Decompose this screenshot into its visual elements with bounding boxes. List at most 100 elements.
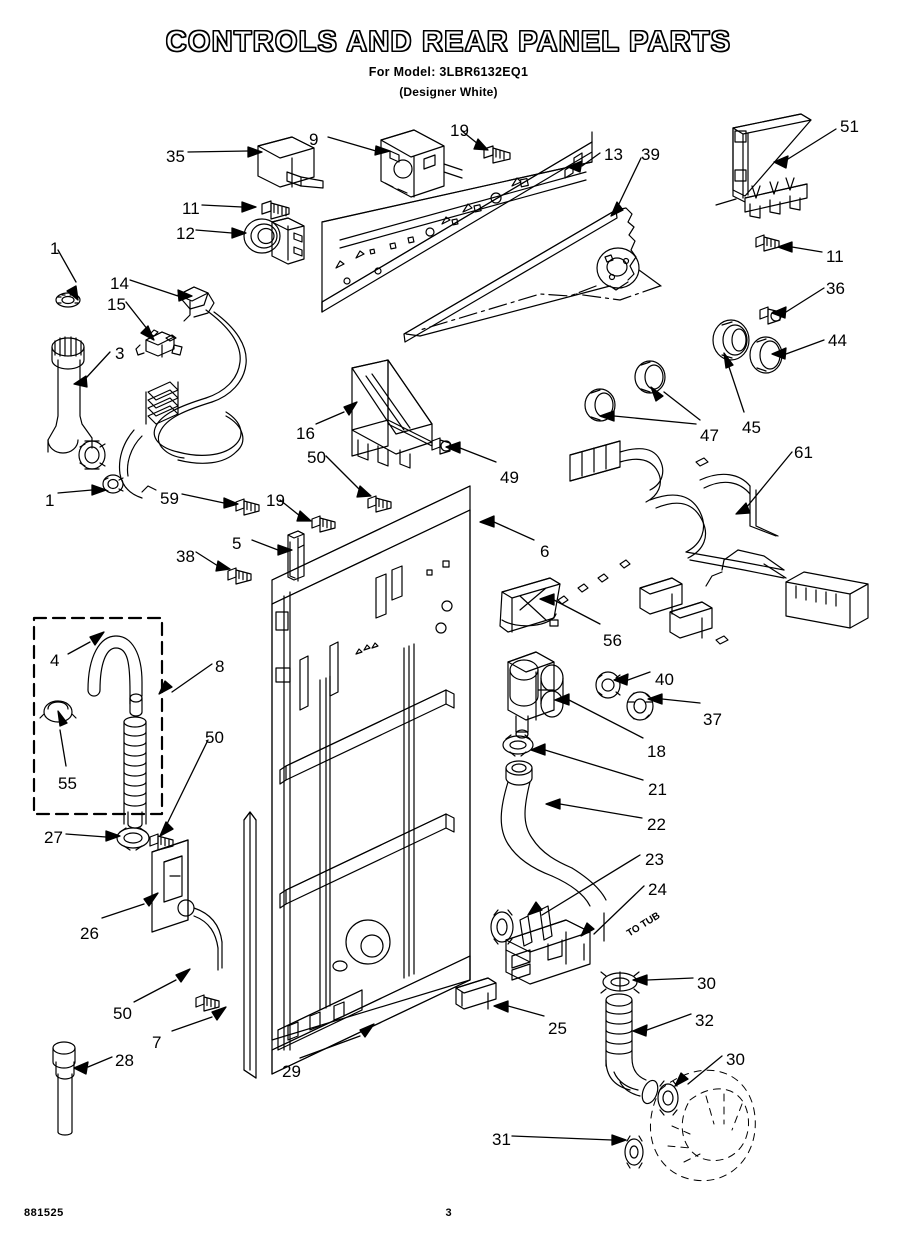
callout-24: 24: [648, 880, 667, 899]
part-50-screw-mid: [149, 833, 174, 851]
callout-8: 8: [215, 657, 225, 676]
part-47-knob-a: [634, 360, 666, 394]
page-number: 3: [445, 1207, 452, 1219]
part-16-brace-bracket: [351, 359, 433, 469]
callout-12: 12: [176, 224, 195, 243]
part-45-knob: [712, 319, 750, 361]
callout-56: 56: [603, 631, 622, 650]
part-4-drain-hose-hook: [87, 635, 143, 717]
document-number: 881525: [24, 1207, 64, 1219]
part-30-clamp-lower: [657, 1080, 679, 1116]
callout-5: 5: [232, 534, 242, 553]
callout-55: 55: [58, 774, 77, 793]
part-18-inlet-valve: [507, 651, 564, 739]
callout-49: 49: [500, 468, 519, 487]
callout-50-bot: 50: [113, 1004, 132, 1023]
callout-26: 26: [80, 924, 99, 943]
callout-36: 36: [826, 279, 845, 298]
callout-11-right: 11: [826, 247, 844, 266]
part-22-hose: [500, 760, 607, 907]
part-40-washer: [595, 671, 621, 699]
part-28-hose: [52, 1041, 76, 1136]
callout-30-upper: 30: [697, 974, 716, 993]
phantom-tub-outline: [650, 1069, 756, 1182]
callout-28: 28: [115, 1051, 134, 1070]
part-11-screw-right: [755, 234, 780, 252]
callout-3: 3: [115, 344, 125, 363]
callout-18: 18: [647, 742, 666, 761]
part-5-clip: [287, 530, 305, 582]
part-27-clamp: [116, 827, 150, 851]
part-24-pump-bracket: [505, 905, 591, 985]
callout-14: 14: [110, 274, 129, 293]
callout-21: 21: [648, 780, 667, 799]
callout-23: 23: [645, 850, 664, 869]
part-56-bracket: [499, 577, 561, 633]
diagram-header: CONTROLS AND REAR PANEL PARTS For Model:…: [0, 0, 897, 100]
page-title: CONTROLS AND REAR PANEL PARTS: [165, 26, 732, 59]
part-51-rear-bracket: [715, 113, 812, 219]
leader-lines: [57, 128, 837, 1146]
callout-32: 32: [695, 1011, 714, 1030]
callout-19-mid: 19: [266, 491, 285, 510]
part-35-switch-body: [257, 136, 324, 189]
part-38-screw: [227, 567, 252, 585]
callout-11-left: 11: [182, 199, 200, 218]
callout-59: 59: [160, 489, 179, 508]
callout-35: 35: [166, 147, 185, 166]
part-31-clamp: [624, 1135, 644, 1169]
part-59-screw: [235, 498, 260, 516]
callout-1-upper: 1: [50, 239, 60, 258]
part-15-strain-relief: [135, 329, 183, 358]
variant-line: (Designer White): [399, 85, 498, 99]
callout-29: 29: [282, 1062, 301, 1081]
callout-9: 9: [309, 130, 319, 149]
callout-25: 25: [548, 1019, 567, 1038]
part-3-inlet-hose: [47, 336, 106, 470]
part-50-screw-bottom: [195, 994, 220, 1012]
callout-50-mid: 50: [205, 728, 224, 747]
callout-39: 39: [641, 145, 660, 164]
callout-27: 27: [44, 828, 63, 847]
part-19-screw-top: [483, 145, 511, 164]
callout-6: 6: [540, 542, 550, 561]
callout-47: 47: [700, 426, 719, 445]
callout-61: 61: [794, 443, 813, 462]
part-29-lower-rail: [277, 989, 363, 1051]
callout-31: 31: [492, 1130, 511, 1149]
callout-15: 15: [107, 295, 126, 314]
callout-4: 4: [50, 651, 60, 670]
part-13-console-rail: [321, 131, 593, 313]
callout-7: 7: [152, 1033, 162, 1052]
part-7-side-trim: [243, 811, 257, 1079]
callout-40: 40: [655, 670, 674, 689]
part-32-drain-hose: [605, 993, 659, 1105]
callout-50-top: 50: [307, 448, 326, 467]
part-39-end-bracket: [403, 207, 662, 343]
part-19-screw-mid: [311, 515, 336, 533]
callout-16: 16: [296, 424, 315, 443]
part-12-pressure-switch: [243, 217, 305, 265]
callout-13: 13: [604, 145, 623, 164]
part-21-clamp: [502, 734, 534, 757]
callout-22: 22: [647, 815, 666, 834]
part-9-switch-assembly: [380, 129, 463, 198]
part-26-hose-bracket: [151, 839, 223, 971]
callout-44: 44: [828, 331, 847, 350]
part-61-wiring-harness: [549, 440, 869, 645]
callout-19-top: 19: [450, 121, 469, 140]
part-30-clamp-upper: [600, 971, 640, 994]
part-37-nut: [626, 691, 654, 721]
callout-37: 37: [703, 710, 722, 729]
part-50-screw-top: [367, 495, 392, 513]
callout-51: 51: [840, 117, 859, 136]
callout-1-lower: 1: [45, 491, 55, 510]
model-line: For Model: 3LBR6132EQ1: [368, 65, 529, 79]
part-8-drain-hose: [123, 716, 147, 829]
part-23-clamp: [490, 909, 514, 945]
part-25-block: [455, 977, 497, 1010]
callout-38: 38: [176, 547, 195, 566]
part-55-clip: [39, 700, 77, 723]
